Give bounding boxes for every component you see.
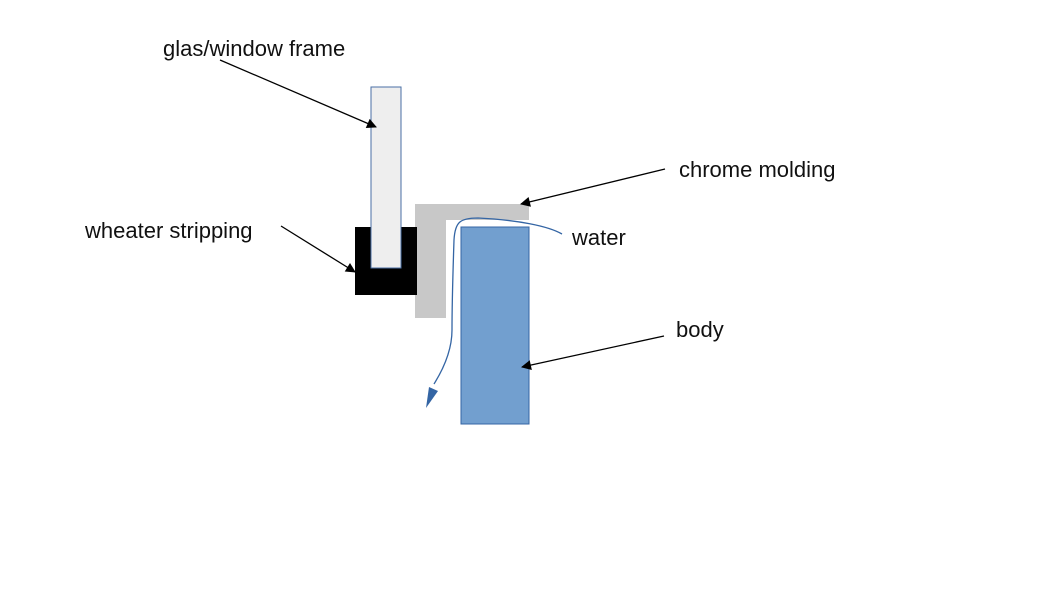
chrome-molding xyxy=(415,204,529,318)
body-pointer-arrow xyxy=(521,335,665,370)
glass-frame-label: glas/window frame xyxy=(163,36,345,61)
weather-stripping-label: wheater stripping xyxy=(84,218,253,243)
glass-window-frame xyxy=(370,86,402,269)
water-label: water xyxy=(571,225,626,250)
water-path xyxy=(433,217,563,385)
body-panel xyxy=(460,226,530,425)
chrome-molding-label: chrome molding xyxy=(679,157,836,182)
chrome-molding-pointer-arrow xyxy=(520,168,666,207)
glass-frame-pointer-arrow xyxy=(219,59,377,129)
body-label: body xyxy=(676,317,724,342)
weather-stripping-pointer-arrow xyxy=(280,225,356,273)
water-arrowhead xyxy=(426,387,438,408)
